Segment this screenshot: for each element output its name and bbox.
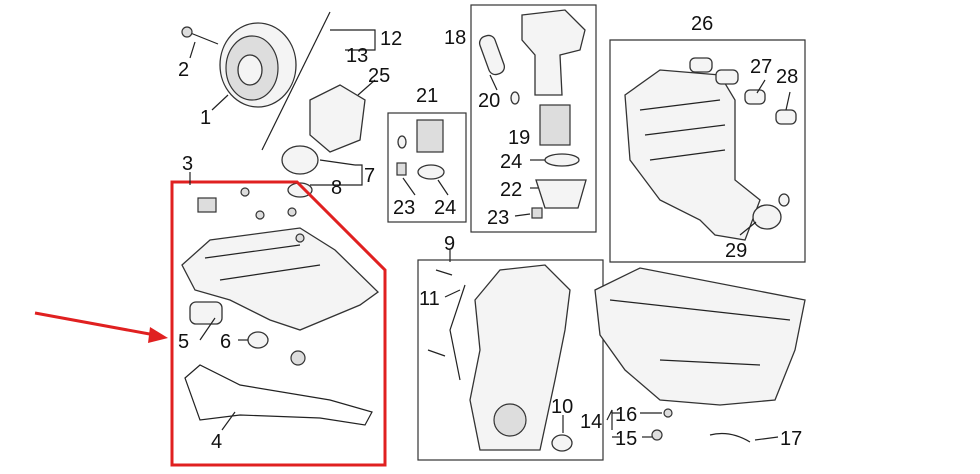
label-4: 4 <box>211 431 222 453</box>
label-8: 8 <box>331 177 342 199</box>
breather-cover-part <box>309 84 366 153</box>
label-25: 25 <box>368 65 390 87</box>
label-5: 5 <box>178 331 189 353</box>
cover-gasket-part <box>189 301 223 325</box>
label-7: 7 <box>364 165 375 187</box>
seal-ring-part <box>247 331 269 349</box>
oil-filter-box <box>387 112 467 223</box>
label-26: 26 <box>691 13 713 35</box>
label-12: 12 <box>380 28 402 50</box>
label-13: 13 <box>346 45 368 67</box>
oil-filter-housing-box <box>470 4 597 233</box>
label-9: 9 <box>444 233 455 255</box>
valve-cover-gasket-part <box>184 364 373 426</box>
label-6: 6 <box>220 331 231 353</box>
bolt-part <box>181 26 219 45</box>
label-17: 17 <box>780 428 802 450</box>
bracket-part <box>197 197 217 213</box>
label-16: 16 <box>615 404 637 426</box>
timing-cover-box <box>417 259 604 461</box>
dipstick-part <box>261 11 331 151</box>
oil-pan-part <box>594 267 806 406</box>
label-29: 29 <box>725 240 747 262</box>
label-11: 11 <box>419 288 440 310</box>
label-1: 1 <box>200 107 211 129</box>
highlight-frame <box>170 180 387 467</box>
timing-cover-part <box>469 264 571 451</box>
label-14: 14 <box>580 411 602 433</box>
label-24-oil-filter: 24 <box>434 197 456 219</box>
label-2: 2 <box>178 59 189 81</box>
label-23-housing: 23 <box>487 207 509 229</box>
oil-cap-part <box>281 145 319 175</box>
filter-housing-part <box>521 9 586 96</box>
label-3: 3 <box>182 153 193 175</box>
label-18: 18 <box>444 27 466 49</box>
intake-manifold-part <box>624 69 761 241</box>
label-20: 20 <box>478 90 500 112</box>
intake-manifold-box <box>609 39 806 263</box>
label-27: 27 <box>750 56 772 78</box>
pointer-arrow <box>34 311 168 343</box>
label-24-housing: 24 <box>500 151 522 173</box>
pulley-part <box>219 22 297 108</box>
label-21: 21 <box>416 85 438 107</box>
valve-cover-part <box>181 227 380 331</box>
leader-lines <box>189 29 791 441</box>
label-10: 10 <box>551 396 573 418</box>
label-19: 19 <box>508 127 530 149</box>
label-23-oil-filter: 23 <box>393 197 415 219</box>
label-22: 22 <box>500 179 522 201</box>
label-28: 28 <box>776 66 798 88</box>
label-15: 15 <box>615 428 637 450</box>
oil-filter-element <box>416 119 444 153</box>
